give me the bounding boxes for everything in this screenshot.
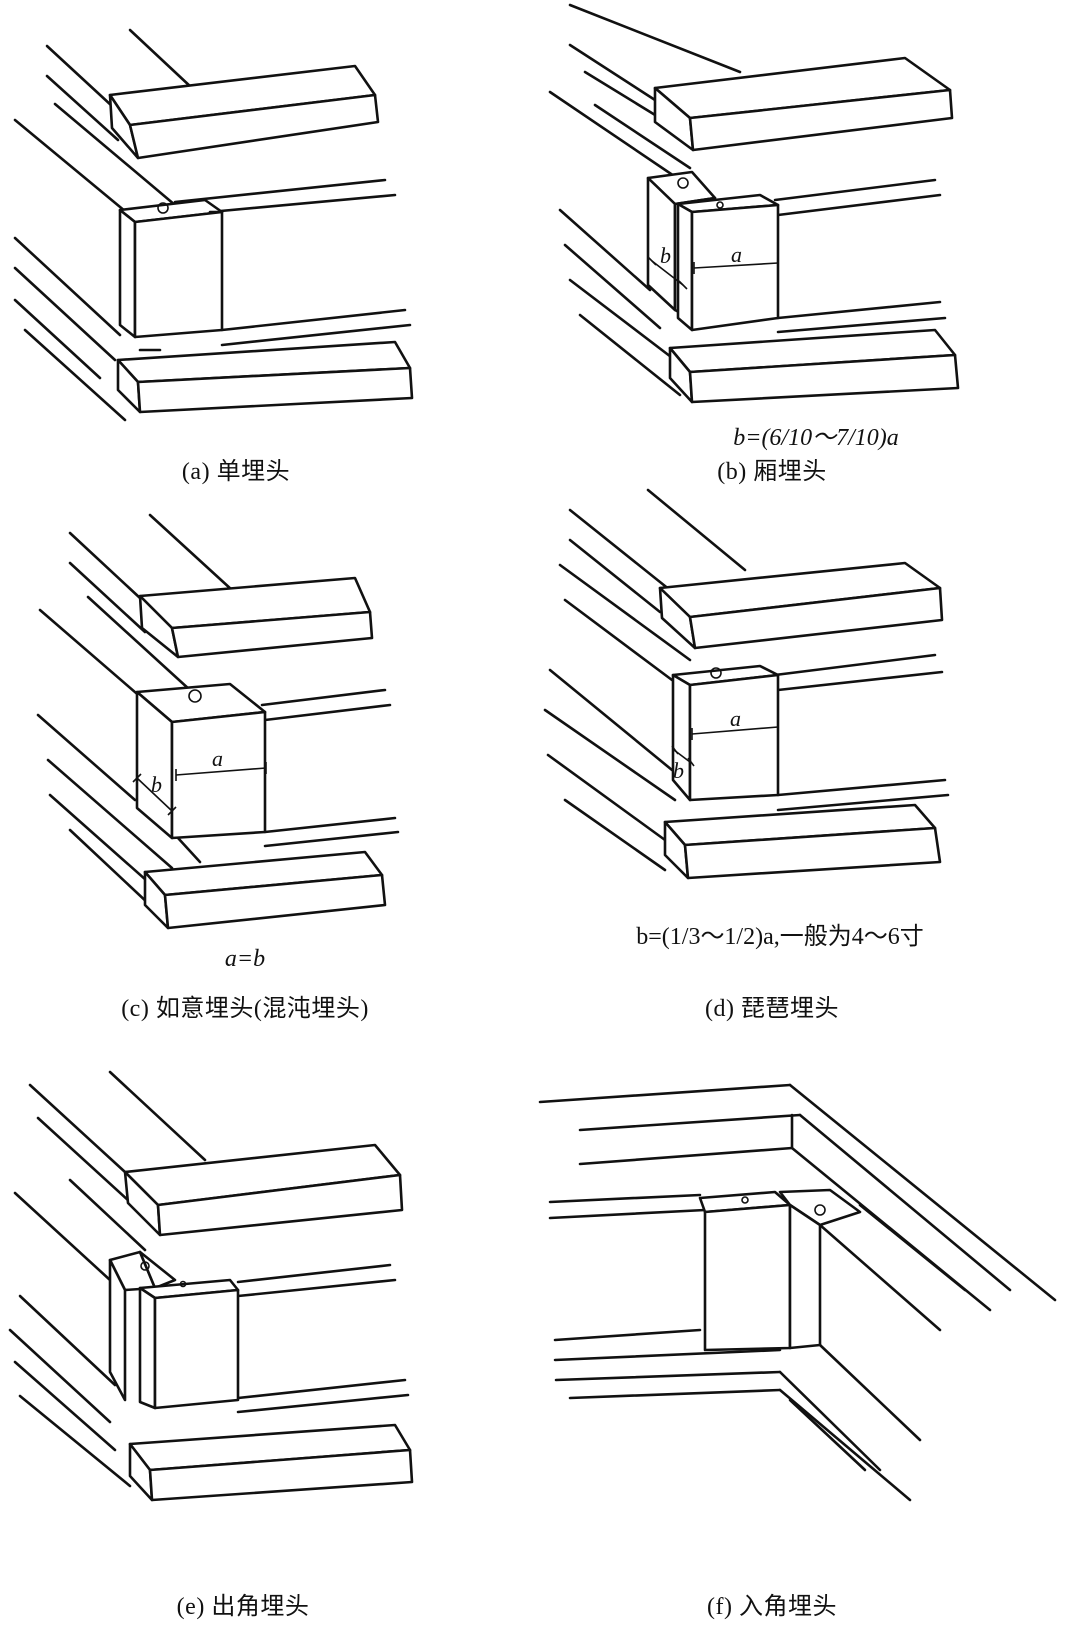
- panel-a-drawing: [13, 28, 414, 422]
- formula-d: b=(1/3～1/2)a,一般为4～6寸: [636, 924, 924, 950]
- panel-f-drawing: [538, 1083, 1057, 1502]
- caption-b: (b) 厢埋头: [717, 459, 827, 485]
- formula-c: a=b: [224, 946, 266, 972]
- panel-b-drawing: [548, 3, 960, 404]
- caption-f: (f) 入角埋头: [707, 1594, 837, 1620]
- dim-label-a: a: [731, 242, 742, 267]
- caption-a: (a) 单埋头: [181, 459, 291, 485]
- dim-label-b: b: [660, 243, 671, 268]
- caption-e: (e) 出角埋头: [176, 1594, 310, 1620]
- dim-label-a: a: [212, 746, 223, 771]
- panel-d-drawing: [543, 488, 950, 880]
- dim-label-b: b: [673, 758, 684, 783]
- caption-d: (d) 琵琶埋头: [705, 996, 839, 1022]
- panel-c-drawing: [36, 513, 400, 930]
- caption-c: (c) 如意埋头(混沌埋头): [121, 996, 369, 1022]
- dim-label-b: b: [151, 772, 162, 797]
- dim-label-a: a: [730, 706, 741, 731]
- panel-e-drawing: [8, 1070, 414, 1502]
- formula-b: b=(6/10～7/10)a: [733, 425, 899, 451]
